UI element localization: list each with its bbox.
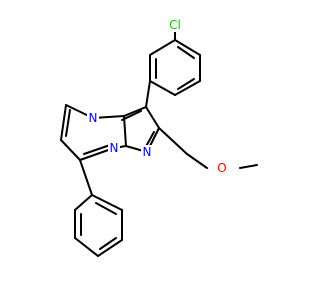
chlorophenyl-ring (149, 39, 201, 96)
bond (74, 237, 99, 257)
bond (158, 127, 188, 155)
pyrazole-ring (121, 106, 160, 153)
bond (79, 159, 93, 196)
phenyl-ring (74, 194, 123, 257)
bond (123, 115, 127, 147)
bond (186, 153, 208, 169)
atom-label: N (143, 145, 152, 159)
bond (83, 144, 111, 155)
atom-label: O (217, 161, 226, 175)
atom-n1: N (141, 145, 153, 159)
atom-o: O (216, 161, 228, 175)
bond (123, 106, 147, 117)
atom-label: N (89, 111, 98, 125)
bond (91, 194, 123, 211)
bond (174, 80, 201, 96)
atom-label: N (110, 141, 119, 155)
bond (149, 39, 176, 56)
bond (177, 46, 195, 59)
bond-aryl-link (145, 80, 151, 108)
bond (99, 237, 117, 250)
bond (121, 110, 142, 121)
bond (174, 39, 201, 56)
bond (95, 202, 117, 215)
bond (239, 164, 258, 169)
bond (65, 109, 71, 137)
bond (149, 80, 176, 96)
bond (74, 194, 93, 211)
atom-cl: Cl (165, 18, 185, 32)
bond (177, 78, 195, 90)
atom-label: Cl (169, 18, 181, 32)
atom-n8: N (108, 141, 120, 155)
atom-n4: N (87, 111, 99, 125)
bond (145, 106, 160, 129)
molecule-structure-diagram: Cl N N N O (60, 18, 258, 257)
bond (97, 239, 123, 257)
bond (60, 139, 81, 161)
bond (60, 104, 67, 141)
